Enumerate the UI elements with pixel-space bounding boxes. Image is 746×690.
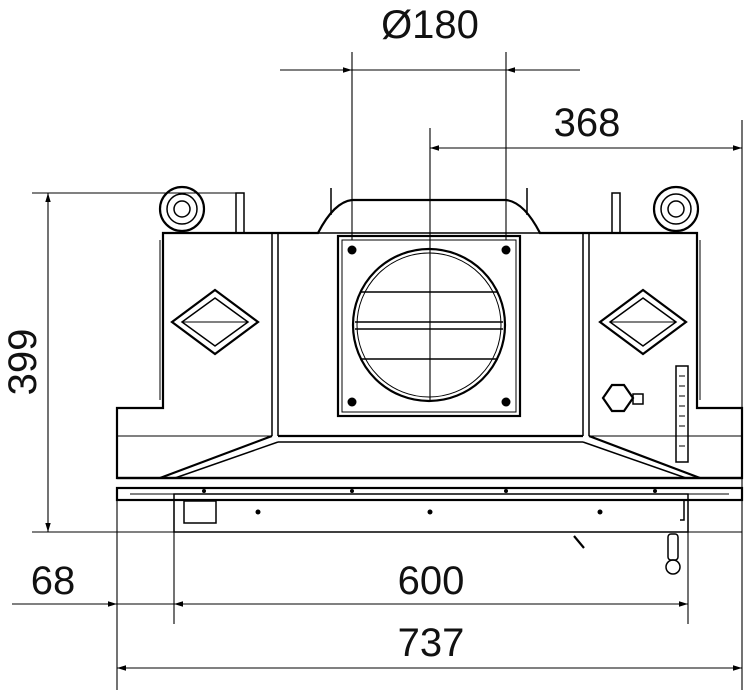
right-air-inlet: [598, 288, 688, 356]
right-wheel: [611, 185, 700, 234]
flue-collar: [336, 234, 522, 418]
dim-label-399: 399: [1, 329, 45, 396]
door-frame: [173, 493, 689, 533]
door-latch: [183, 500, 217, 524]
dim-label-737: 737: [398, 621, 465, 665]
dim-label-600: 600: [398, 559, 465, 603]
control-strip: [675, 365, 689, 463]
dimension-lines: [12, 52, 743, 690]
left-wheel: [158, 185, 245, 234]
dim-label-diameter: Ø180: [381, 3, 479, 47]
dim-label-68: 68: [31, 559, 76, 603]
stove-body: [115, 185, 744, 575]
fitting: [601, 383, 644, 413]
dim-label-368: 368: [554, 101, 621, 145]
left-air-inlet: [170, 288, 260, 356]
front-rail: [115, 486, 744, 502]
door-handle: [667, 533, 679, 561]
